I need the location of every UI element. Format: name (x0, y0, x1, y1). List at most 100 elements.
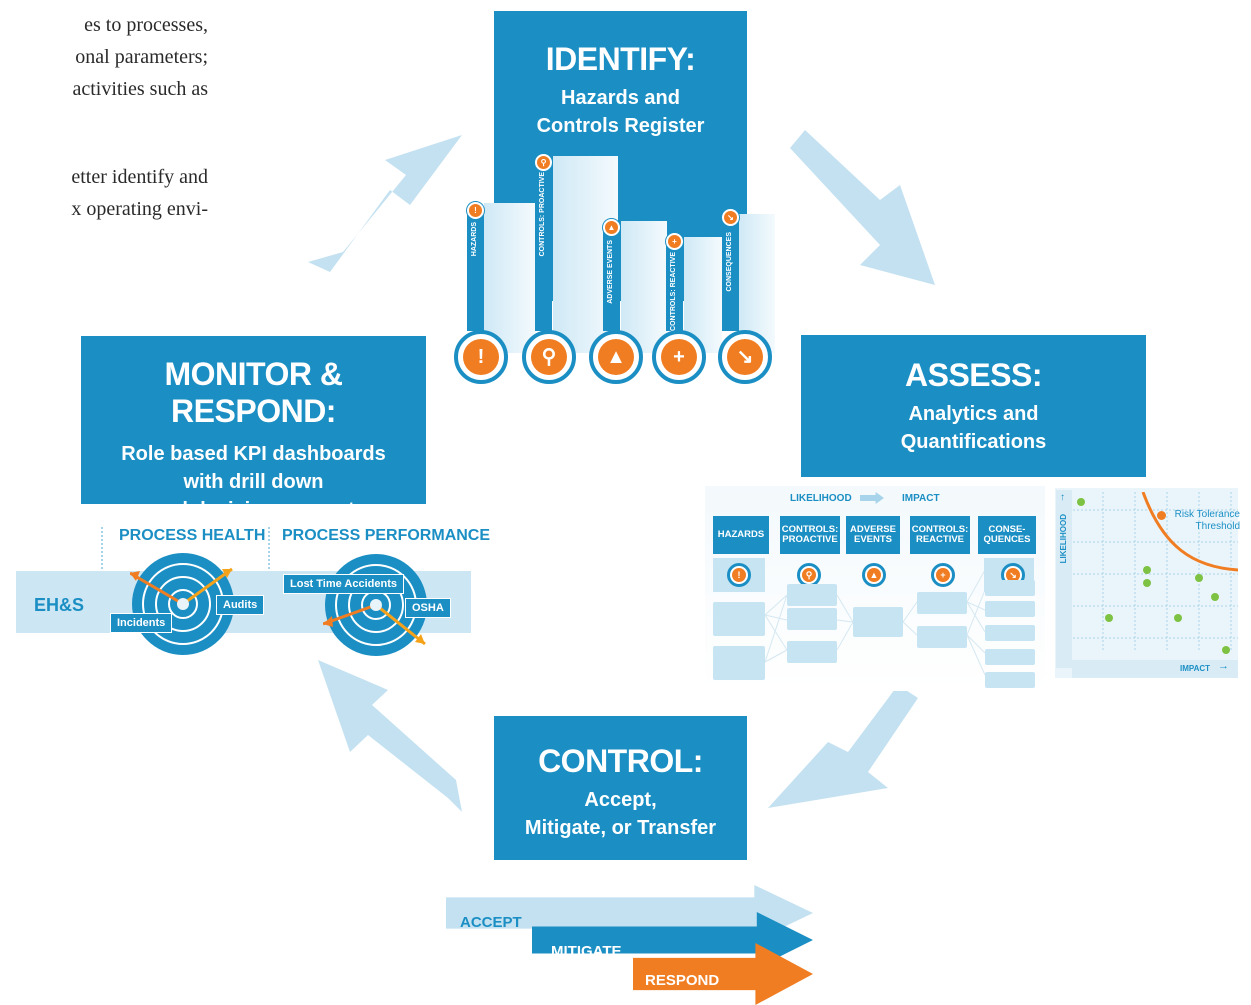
lost-time-accidents-tag: Lost Time Accidents (283, 574, 404, 594)
reactive-first-aid-icon: + (931, 563, 955, 587)
hazards-pole (467, 213, 484, 331)
likelihood-flow-label: LIKELIHOOD (790, 493, 852, 504)
hazard-box-2 (713, 646, 765, 680)
assess-header-adverse: ADVERSE EVENTS (846, 516, 900, 554)
process-performance-label: PROCESS PERFORMANCE (282, 527, 491, 544)
assess-subtitle-2: Quantifications (900, 431, 1047, 453)
intro-line-5: etter identify and (71, 166, 208, 188)
consequences-bar (739, 214, 775, 353)
ehs-row-label: EH&S (34, 595, 85, 615)
consequences-pole (722, 222, 739, 331)
adverse-box (853, 607, 903, 637)
magnifier-icon: ⚲ (522, 330, 576, 384)
proactive-label: CONTROLS: PROACTIVE (539, 172, 546, 257)
likelihood-axis-label: LIKELIHOOD (1059, 514, 1068, 564)
divider-right (268, 527, 270, 569)
osha-tag: OSHA (405, 598, 451, 618)
hazards-label: HAZARDS (471, 222, 478, 257)
consequence-box-5 (985, 672, 1035, 688)
proactive-small-icon: ⚲ (535, 154, 552, 171)
consequence-chart-down-icon: ↘ (1001, 563, 1025, 587)
monitor-subtitle-3: and decision support (152, 499, 355, 521)
consequence-box-4 (985, 649, 1035, 665)
accept-label: ACCEPT (460, 914, 522, 931)
respond-label: RESPOND (645, 972, 720, 989)
chart-down-icon: ↘ (718, 330, 772, 384)
assess-header-reactive: CONTROLS: REACTIVE (910, 516, 970, 554)
control-panel: CONTROL: Accept, Mitigate, or Transfer (494, 716, 747, 860)
adverse-fire-icon: ▲ (862, 563, 886, 587)
consequence-box-1 (985, 580, 1035, 596)
plot-dot (1222, 646, 1230, 654)
plot-dot (1105, 614, 1113, 622)
intro-line-6: x operating envi- (71, 198, 208, 220)
reactive-small-icon: + (666, 233, 683, 250)
reactive-box-2 (917, 626, 967, 648)
y-axis-bar (1056, 490, 1072, 668)
assess-subtitle-1: Analytics and (908, 403, 1039, 425)
control-subtitle-1: Accept, (584, 789, 657, 811)
proactive-box-1 (787, 584, 837, 606)
consequences-small-icon: ↘ (722, 209, 739, 226)
assess-header-consequences: CONSE- QUENCES (978, 516, 1036, 554)
first-aid-icon: + (652, 330, 706, 384)
monitor-subtitle-1: Role based KPI dashboards (121, 443, 386, 465)
monitor-panel: MONITOR & RESPOND: Role based KPI dashbo… (81, 336, 426, 521)
consequence-box-2 (985, 601, 1035, 617)
monitor-subtitle-2: with drill down (183, 471, 324, 493)
consequence-box-3 (985, 625, 1035, 641)
identify-subtitle-1: Hazards and (561, 87, 680, 109)
fire-icon: ▲ (589, 330, 643, 384)
incidents-tag: Incidents (110, 613, 173, 633)
control-title: CONTROL: (538, 743, 703, 779)
plot-dot (1195, 574, 1203, 582)
plot-dot (1174, 614, 1182, 622)
proactive-box-2 (787, 608, 837, 630)
hazards-small-icon: ! (467, 202, 484, 219)
proactive-box-3 (787, 641, 837, 663)
adverse-pole (603, 230, 620, 331)
reactive-pole (666, 244, 683, 331)
proactive-pole (535, 165, 552, 331)
assess-header-proactive: CONTROLS: PROACTIVE (780, 516, 840, 554)
risk-legend-text: Risk Tolerance Threshold (1174, 509, 1240, 532)
divider-left (101, 527, 103, 569)
adverse-small-icon: ▲ (603, 219, 620, 236)
risk-plot-grid (1073, 492, 1238, 652)
hazards-bar (484, 203, 536, 353)
control-subtitle-2: Mitigate, or Transfer (524, 817, 717, 839)
assess-header-hazards: HAZARDS (713, 516, 769, 554)
impact-flow-label: IMPACT (902, 493, 940, 504)
reactive-label: CONTROLS: REACTIVE (670, 252, 677, 331)
identify-subtitle-2: Controls Register (536, 115, 705, 137)
plot-dot (1143, 566, 1151, 574)
process-health-label: PROCESS HEALTH (119, 527, 266, 544)
monitor-title: MONITOR & RESPOND: (164, 356, 343, 429)
consequences-label: CONSEQUENCES (726, 232, 733, 292)
adverse-bar (621, 221, 667, 353)
x-axis-arrow-icon: → (1218, 660, 1229, 672)
warning-icon: ! (454, 330, 508, 384)
intro-line-3: activities such as (72, 78, 208, 100)
plot-dot (1211, 593, 1219, 601)
adverse-label: ADVERSE EVENTS (607, 240, 614, 304)
y-axis-arrow-icon: ↑ (1060, 492, 1065, 503)
assess-panel: ASSESS: Analytics and Quantifications (801, 335, 1146, 477)
x-axis-bar (1072, 660, 1238, 678)
plot-dot (1077, 498, 1085, 506)
flow-connectors (764, 569, 986, 676)
audits-tag: Audits (216, 595, 265, 615)
reactive-box-1 (917, 592, 967, 614)
hazard-warning-icon: ! (727, 563, 751, 587)
hazard-box-1 (713, 602, 765, 636)
impact-axis-label: IMPACT (1180, 664, 1211, 673)
assess-title: ASSESS: (905, 357, 1042, 393)
intro-line-2: onal parameters; (75, 46, 208, 68)
intro-line-1: es to processes, (84, 14, 208, 36)
identify-title: IDENTIFY: (545, 41, 696, 77)
risk-legend-dot (1157, 511, 1166, 520)
plot-dot (1143, 579, 1151, 587)
mitigate-label: MITIGATE (551, 943, 622, 960)
flow-arrow-icon (860, 492, 884, 504)
